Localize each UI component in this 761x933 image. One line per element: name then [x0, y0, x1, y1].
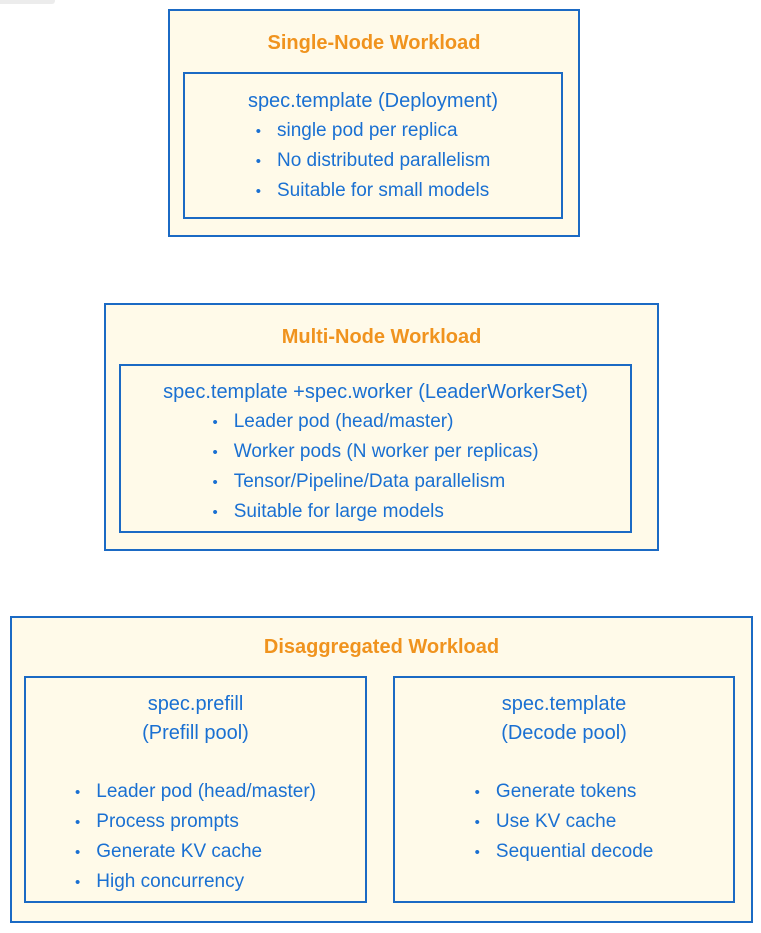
list-item: • High concurrency — [75, 867, 316, 897]
spec-template-deployment-header: spec.template (Deployment) — [247, 90, 499, 112]
bullet-icon: • — [75, 874, 81, 891]
bullet-icon: • — [75, 784, 81, 801]
bullet-text: Sequential decode — [495, 841, 654, 862]
window-corner-artifact — [0, 0, 55, 4]
bullet-icon: • — [474, 844, 480, 861]
bullet-text: Suitable for large models — [233, 501, 444, 522]
bullet-icon: • — [75, 814, 81, 831]
list-item: • Suitable for small models — [256, 176, 491, 206]
bullet-icon: • — [212, 504, 218, 521]
bullet-text: Leader pod (head/master) — [233, 411, 454, 432]
list-item: • Sequential decode — [475, 837, 654, 867]
bullet-text: Suitable for small models — [276, 180, 490, 201]
bullet-icon: • — [212, 474, 218, 491]
bullet-icon: • — [212, 444, 218, 461]
bullet-icon: • — [255, 183, 261, 200]
spacer — [26, 748, 365, 777]
decode-pool-panel: spec.template (Decode pool) • Generate t… — [393, 676, 735, 903]
bullet-text: Tensor/Pipeline/Data parallelism — [233, 471, 506, 492]
list-item: • Leader pod (head/master) — [212, 407, 538, 437]
bullet-text: Generate tokens — [495, 781, 637, 802]
decode-pool-subheader: (Decode pool) — [501, 722, 627, 744]
multi-node-bullet-list: • Leader pod (head/master) • Worker pods… — [212, 407, 538, 527]
list-item: • Tensor/Pipeline/Data parallelism — [212, 467, 538, 497]
bullet-text: Generate KV cache — [96, 841, 263, 862]
disaggregated-workload-title: Disaggregated Workload — [263, 636, 500, 658]
single-node-workload-box: Single-Node Workload spec.template (Depl… — [168, 9, 580, 237]
list-item: • No distributed parallelism — [256, 146, 491, 176]
bullet-text: High concurrency — [96, 871, 245, 892]
single-node-spec-panel: spec.template (Deployment) • single pod … — [183, 72, 563, 219]
disaggregated-workload-box: Disaggregated Workload spec.prefill (Pre… — [10, 616, 753, 923]
list-item: • Generate tokens — [475, 777, 654, 807]
list-item: • Suitable for large models — [212, 497, 538, 527]
bullet-text: Leader pod (head/master) — [96, 781, 316, 802]
list-item: • Process prompts — [75, 807, 316, 837]
bullet-icon: • — [212, 414, 218, 431]
multi-node-workload-title: Multi-Node Workload — [281, 326, 482, 348]
bullet-icon: • — [255, 153, 261, 170]
list-item: • Leader pod (head/master) — [75, 777, 316, 807]
list-item: • Generate KV cache — [75, 837, 316, 867]
list-item: • single pod per replica — [256, 116, 491, 146]
bullet-icon: • — [75, 844, 81, 861]
bullet-text: Process prompts — [96, 811, 239, 832]
single-node-bullet-list: • single pod per replica • No distribute… — [256, 116, 491, 206]
spec-template-header: spec.template — [501, 693, 627, 715]
bullet-icon: • — [255, 123, 261, 140]
spec-template-worker-header: spec.template +spec.worker (LeaderWorker… — [163, 381, 588, 403]
bullet-text: Worker pods (N worker per replicas) — [233, 441, 539, 462]
bullet-icon: • — [474, 784, 480, 801]
multi-node-workload-box: Multi-Node Workload spec.template +spec.… — [104, 303, 659, 551]
spacer — [395, 748, 733, 777]
single-node-workload-title: Single-Node Workload — [267, 32, 481, 54]
bullet-text: Use KV cache — [495, 811, 617, 832]
prefill-bullet-list: • Leader pod (head/master) • Process pro… — [75, 777, 316, 897]
bullet-icon: • — [474, 814, 480, 831]
list-item: • Use KV cache — [475, 807, 654, 837]
decode-bullet-list: • Generate tokens • Use KV cache • Seque… — [475, 777, 654, 867]
spec-prefill-header: spec.prefill — [147, 693, 244, 715]
list-item: • Worker pods (N worker per replicas) — [212, 437, 538, 467]
bullet-text: No distributed parallelism — [276, 150, 491, 171]
prefill-pool-subheader: (Prefill pool) — [142, 722, 249, 744]
bullet-text: single pod per replica — [276, 120, 458, 141]
prefill-pool-panel: spec.prefill (Prefill pool) • Leader pod… — [24, 676, 367, 903]
multi-node-spec-panel: spec.template +spec.worker (LeaderWorker… — [119, 364, 632, 533]
